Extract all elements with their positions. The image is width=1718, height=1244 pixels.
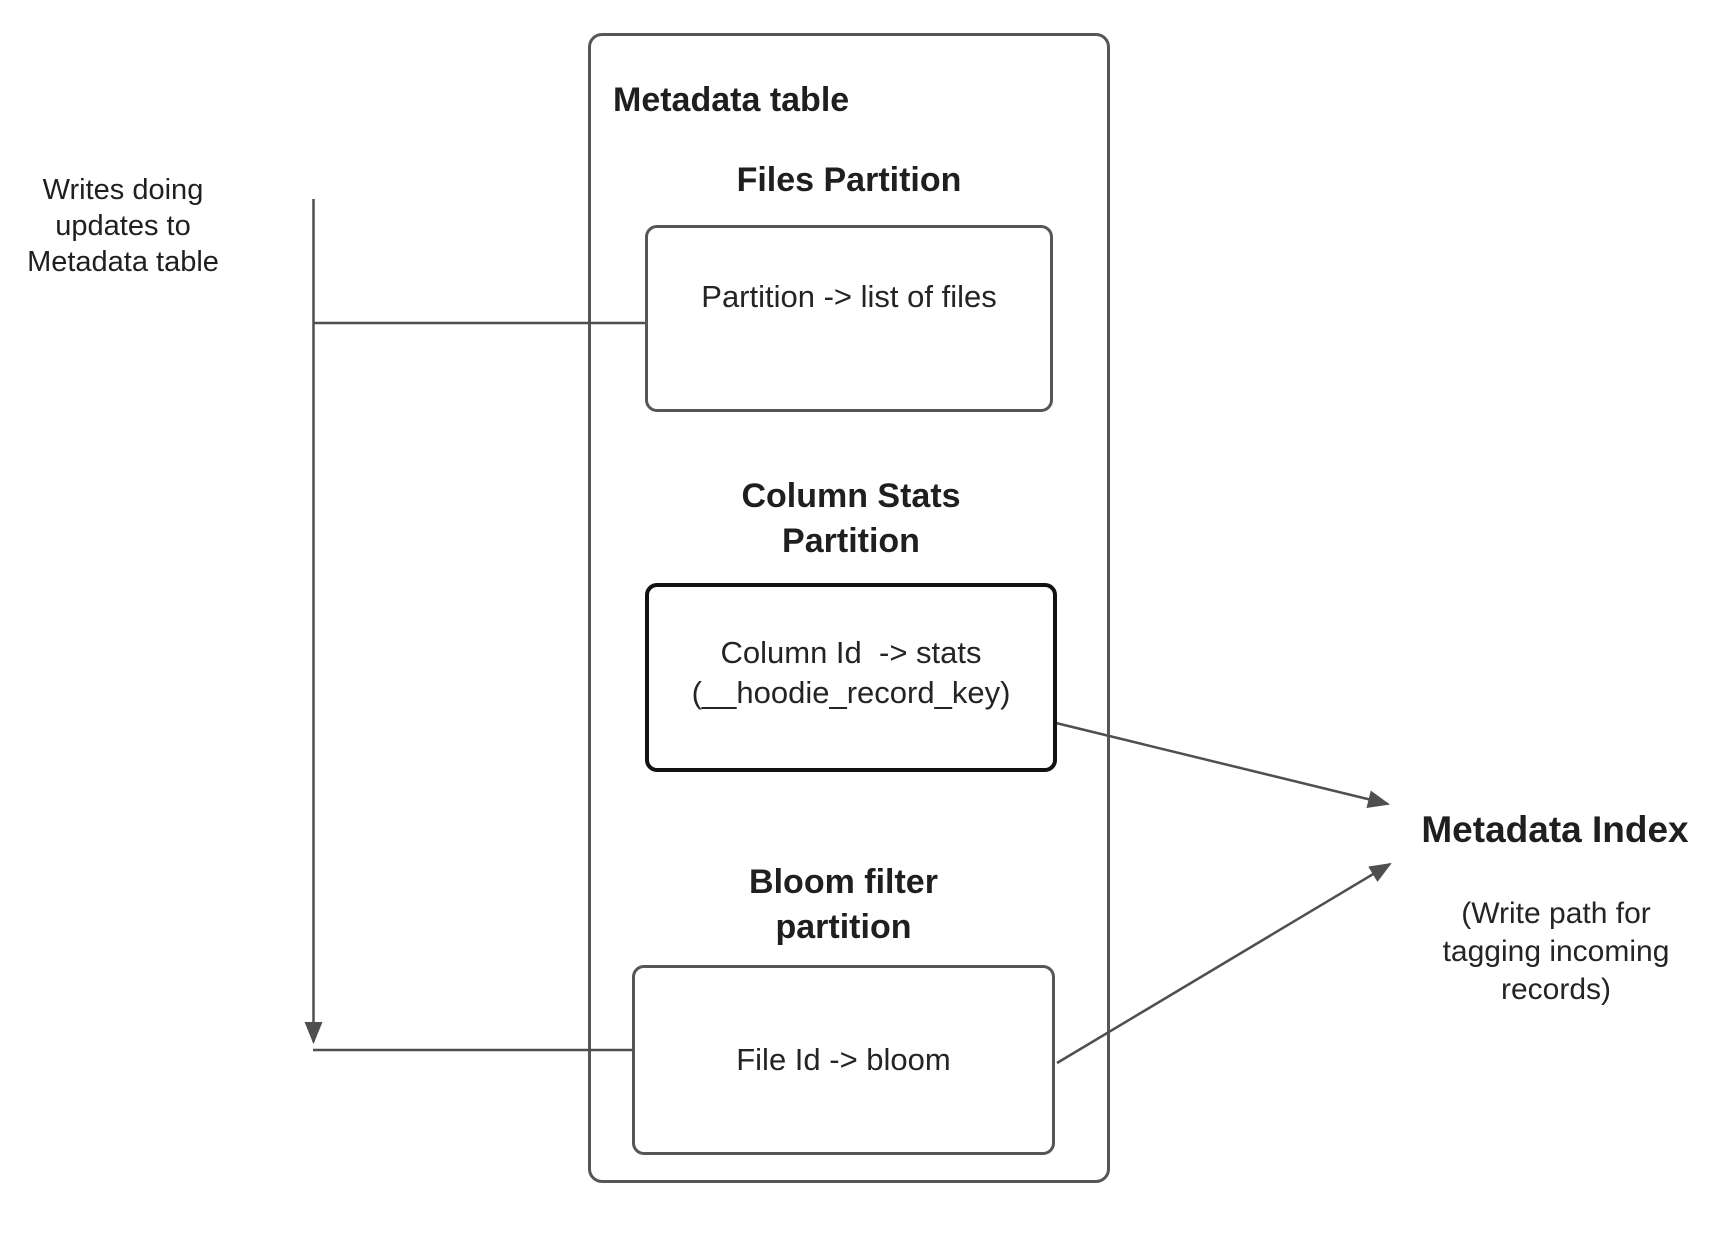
heading-line: Column Stats [741,477,961,515]
metadata-index-caption: (Write path for tagging incoming records… [1424,895,1688,1009]
writes-note-line: Metadata table [27,246,219,278]
hoodie-record-key-note: (__hoodie_record_key) [691,675,1011,710]
writes-note-line: Writes doing [42,174,204,206]
files-partition-heading: Files Partition [645,158,1053,203]
heading-line: Partition [782,522,920,560]
heading-line: partition [775,908,912,946]
metadata-index-title: Metadata Index [1421,809,1689,850]
caption-line: records) [1500,973,1612,1006]
heading-line: Files Partition [736,161,962,199]
caption-line: tagging incoming [1442,935,1670,968]
writes-note-line: updates to [55,210,191,242]
column-stats-mapping: Column Id -> stats [720,635,982,670]
bloom-filter-mapping: File Id -> bloom [736,1042,951,1077]
column-stats-partition-heading: Column Stats Partition [645,474,1057,564]
bloom-filter-partition-box: File Id -> bloom [632,965,1055,1155]
column-stats-partition-box: Column Id -> stats (__hoodie_record_key) [645,583,1057,772]
caption-line: (Write path for [1461,897,1651,930]
files-partition-box: Partition -> list of files [645,225,1053,412]
heading-line: Bloom filter [749,863,938,901]
bloom-filter-partition-heading: Bloom filter partition [632,860,1055,950]
files-partition-mapping: Partition -> list of files [701,279,997,314]
metadata-table-title: Metadata table [613,81,850,119]
writes-note: Writes doing updates to Metadata table [10,172,236,280]
